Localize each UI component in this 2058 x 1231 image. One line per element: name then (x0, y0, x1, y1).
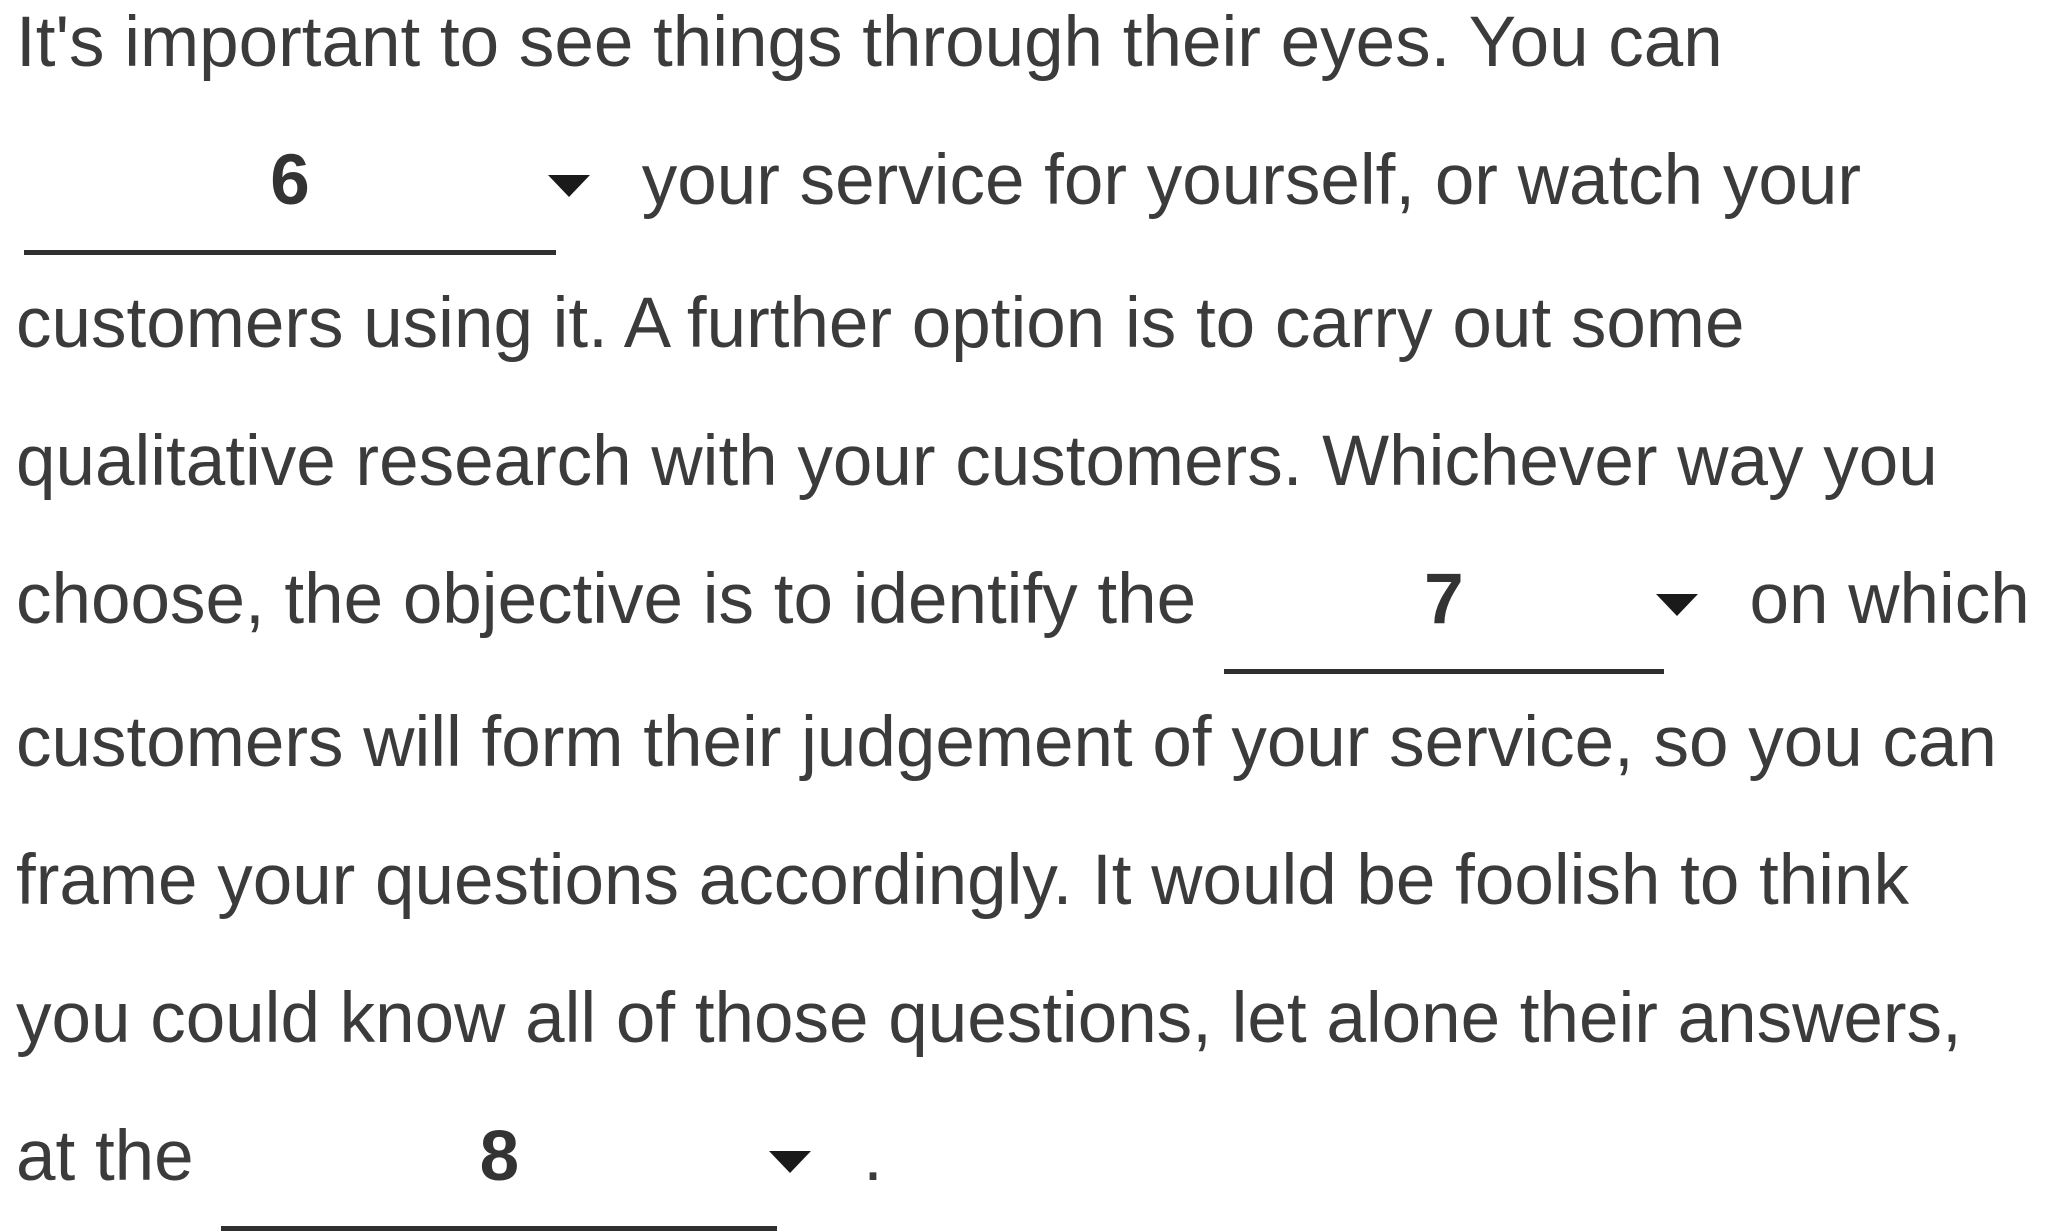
blank-underline: 6 (24, 112, 556, 255)
blank-underline: 8 (221, 1088, 778, 1231)
blank-number: 8 (479, 1117, 520, 1196)
passage-text: It's important to see things through the… (16, 3, 1723, 82)
passage-text: . (843, 1117, 883, 1196)
blank-number: 7 (1424, 560, 1464, 639)
blank-dropdown-7[interactable]: 7 (1223, 531, 1730, 674)
blank-number: 6 (270, 141, 310, 220)
blank-dropdown-6[interactable]: 6 (24, 112, 622, 255)
passage-text: your service for yourself, or watch your… (16, 141, 1938, 639)
passage-text: on which customers will form their judge… (16, 560, 2030, 1196)
blank-dropdown-8[interactable]: 8 (221, 1088, 843, 1231)
dropdown-caret-icon (769, 1151, 812, 1173)
dropdown-caret-icon (548, 175, 590, 197)
dropdown-caret-icon (1655, 594, 1698, 616)
blank-underline: 7 (1223, 531, 1664, 674)
